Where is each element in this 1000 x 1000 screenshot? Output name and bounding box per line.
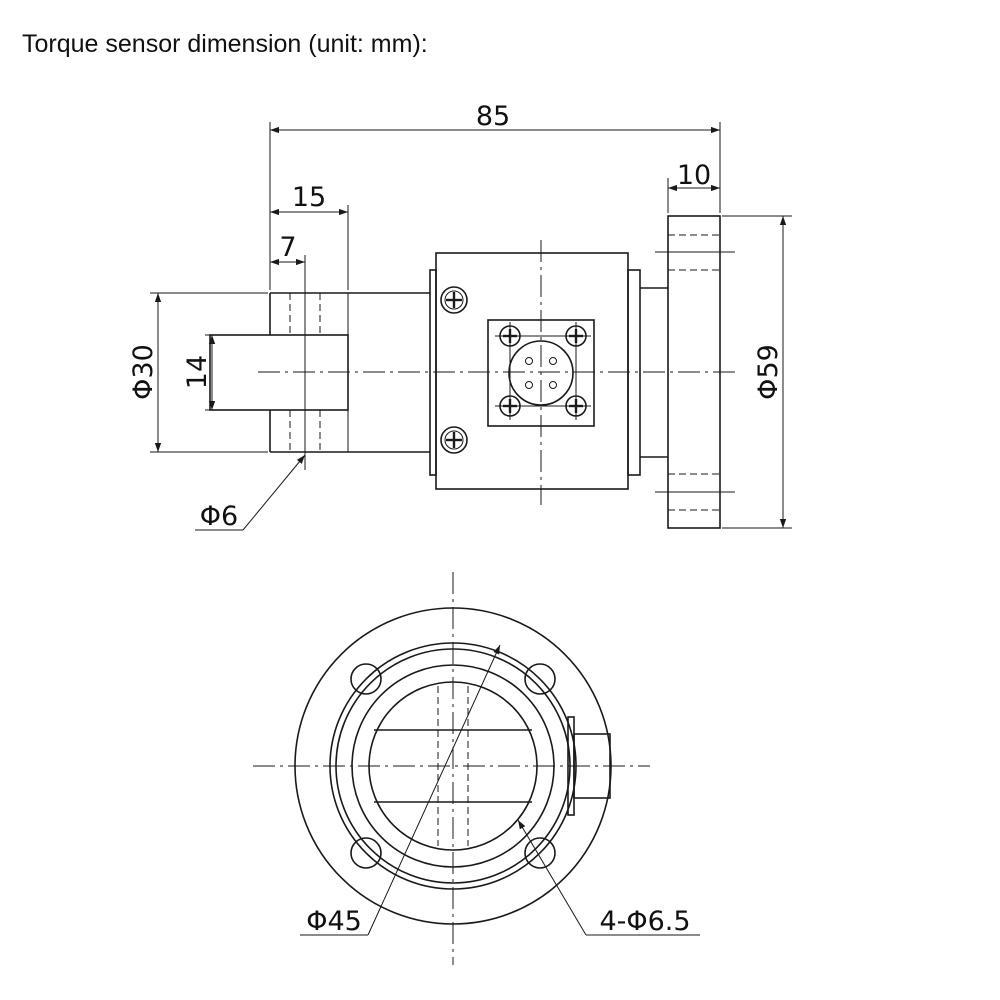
dimension-mounting-holes: 4-Φ6.5 [517, 819, 700, 937]
dimension-flange-diameter: Φ59 [722, 215, 792, 529]
dimension-label: 15 [292, 182, 326, 213]
mounting-hole-icon [350, 663, 556, 869]
front-view: Φ45 4-Φ6.5 [253, 572, 700, 965]
dimension-flange-thickness: 10 [667, 160, 720, 213]
dimension-label: 7 [279, 232, 296, 263]
dimension-label: 85 [476, 101, 510, 132]
screw-icon [440, 286, 468, 314]
left-shaft [209, 255, 430, 470]
dimension-label: Φ6 [200, 501, 238, 532]
dimension-overall-length: 85 [269, 101, 721, 290]
sensor-body [429, 252, 668, 490]
dimension-label: 4-Φ6.5 [599, 906, 690, 937]
dimension-label: Φ45 [306, 906, 362, 937]
dimension-label: Φ59 [753, 344, 784, 400]
screw-icon [440, 426, 468, 454]
dimension-pin-hole: Φ6 [195, 454, 306, 532]
dimension-hole-offset: 7 [270, 232, 305, 266]
dimension-shaft-length: 15 [270, 182, 349, 290]
dimension-shaft-diameter: Φ30 [128, 292, 268, 453]
dimension-bolt-circle: Φ45 [300, 644, 501, 937]
page-title: Torque sensor dimension (unit: mm): [22, 30, 428, 58]
dimension-label: Φ30 [128, 344, 159, 400]
dimension-label: 10 [677, 160, 711, 191]
dimension-keyway-width: 14 [182, 334, 216, 411]
side-view: 85 10 15 7 Φ30 [128, 101, 792, 532]
dimension-label: 14 [182, 355, 213, 389]
